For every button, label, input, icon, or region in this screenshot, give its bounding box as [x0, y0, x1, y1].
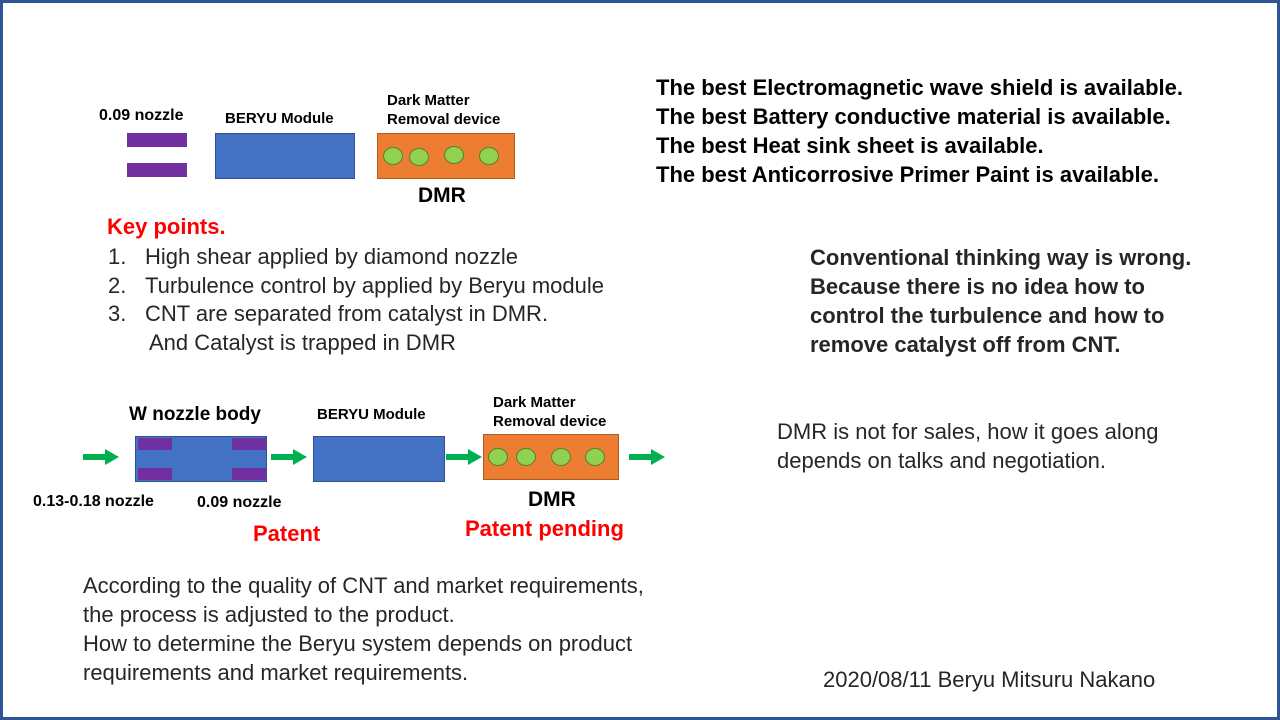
w-nozzle-body-box — [135, 436, 267, 482]
catalyst-ball — [383, 147, 403, 165]
best-item: The best Electromagnetic wave shield is … — [656, 75, 1183, 100]
top-dmr-box — [377, 133, 515, 179]
quality-note-line: According to the quality of CNT and mark… — [83, 573, 644, 598]
patent-pending-label: Patent pending — [465, 516, 624, 541]
dmr-note-line: DMR is not for sales, how it goes along — [777, 419, 1159, 444]
key-points-title: Key points. — [107, 214, 226, 239]
bottom-dmr-label-line1: Dark Matter — [493, 394, 576, 411]
flow-arrow-icon — [446, 449, 482, 465]
conventional-line: control the turbulence and how to — [810, 303, 1165, 328]
nozzle-insert — [232, 438, 266, 450]
conventional-note: Conventional thinking way is wrong. Beca… — [810, 243, 1191, 359]
catalyst-ball — [516, 448, 536, 466]
key-point-item: 1.High shear applied by diamond nozzle — [108, 244, 519, 269]
bottom-dmr-caption: DMR — [528, 488, 576, 511]
flow-arrow-icon — [83, 449, 119, 465]
nozzle-insert — [138, 468, 172, 480]
patent-label: Patent — [253, 521, 321, 546]
top-nozzle-bar-lower — [127, 163, 187, 177]
best-item: The best Battery conductive material is … — [656, 104, 1171, 129]
top-nozzle-bar-upper — [127, 133, 187, 147]
best-list: The best Electromagnetic wave shield is … — [656, 73, 1183, 189]
nozzle-insert — [232, 468, 266, 480]
quality-note-line: requirements and market requirements. — [83, 660, 469, 685]
quality-note-line: the process is adjusted to the product. — [83, 602, 455, 627]
best-item: The best Heat sink sheet is available. — [656, 133, 1044, 158]
footer-date-author: 2020/08/11 Beryu Mitsuru Nakano — [823, 667, 1156, 692]
bottom-module-label: BERYU Module — [317, 406, 426, 423]
nozzle-insert — [138, 438, 172, 450]
top-module-label: BERYU Module — [225, 110, 334, 127]
top-dmr-caption: DMR — [418, 184, 466, 207]
top-nozzle-label: 0.09 nozzle — [99, 107, 184, 124]
top-beryu-module-box — [215, 133, 355, 179]
top-dmr-label-line1: Dark Matter — [387, 92, 470, 109]
w-nozzle-body-label: W nozzle body — [129, 404, 261, 425]
key-point-item: 3.CNT are separated from catalyst in DMR… — [108, 301, 549, 326]
bottom-dmr-label-line2: Removal device — [493, 413, 607, 430]
conventional-line: Because there is no idea how to — [810, 274, 1145, 299]
key-points-list: 1.High shear applied by diamond nozzle 2… — [108, 243, 604, 329]
dmr-note: DMR is not for sales, how it goes along … — [777, 417, 1159, 475]
catalyst-ball — [488, 448, 508, 466]
flow-arrow-icon — [271, 449, 307, 465]
bottom-dmr-box — [483, 434, 619, 480]
top-dmr-label-line2: Removal device — [387, 111, 501, 128]
outlet-nozzle-label: 0.09 nozzle — [197, 494, 282, 511]
catalyst-ball — [585, 448, 605, 466]
key-point-continuation: And Catalyst is trapped in DMR — [149, 330, 456, 355]
catalyst-ball — [479, 147, 499, 165]
conventional-line: remove catalyst off from CNT. — [810, 332, 1121, 357]
catalyst-ball — [409, 148, 429, 166]
catalyst-ball — [551, 448, 571, 466]
dmr-note-line: depends on talks and negotiation. — [777, 448, 1107, 473]
best-item: The best Anticorrosive Primer Paint is a… — [656, 162, 1159, 187]
inlet-nozzle-label: 0.13-0.18 nozzle — [33, 493, 154, 510]
quality-note: According to the quality of CNT and mark… — [83, 571, 644, 687]
bottom-beryu-module-box — [313, 436, 445, 482]
key-point-item: 2.Turbulence control by applied by Beryu… — [108, 272, 605, 298]
quality-note-line: How to determine the Beryu system depend… — [83, 631, 633, 656]
catalyst-ball — [444, 146, 464, 164]
conventional-line: Conventional thinking way is wrong. — [810, 245, 1192, 270]
flow-arrow-icon — [629, 449, 665, 465]
